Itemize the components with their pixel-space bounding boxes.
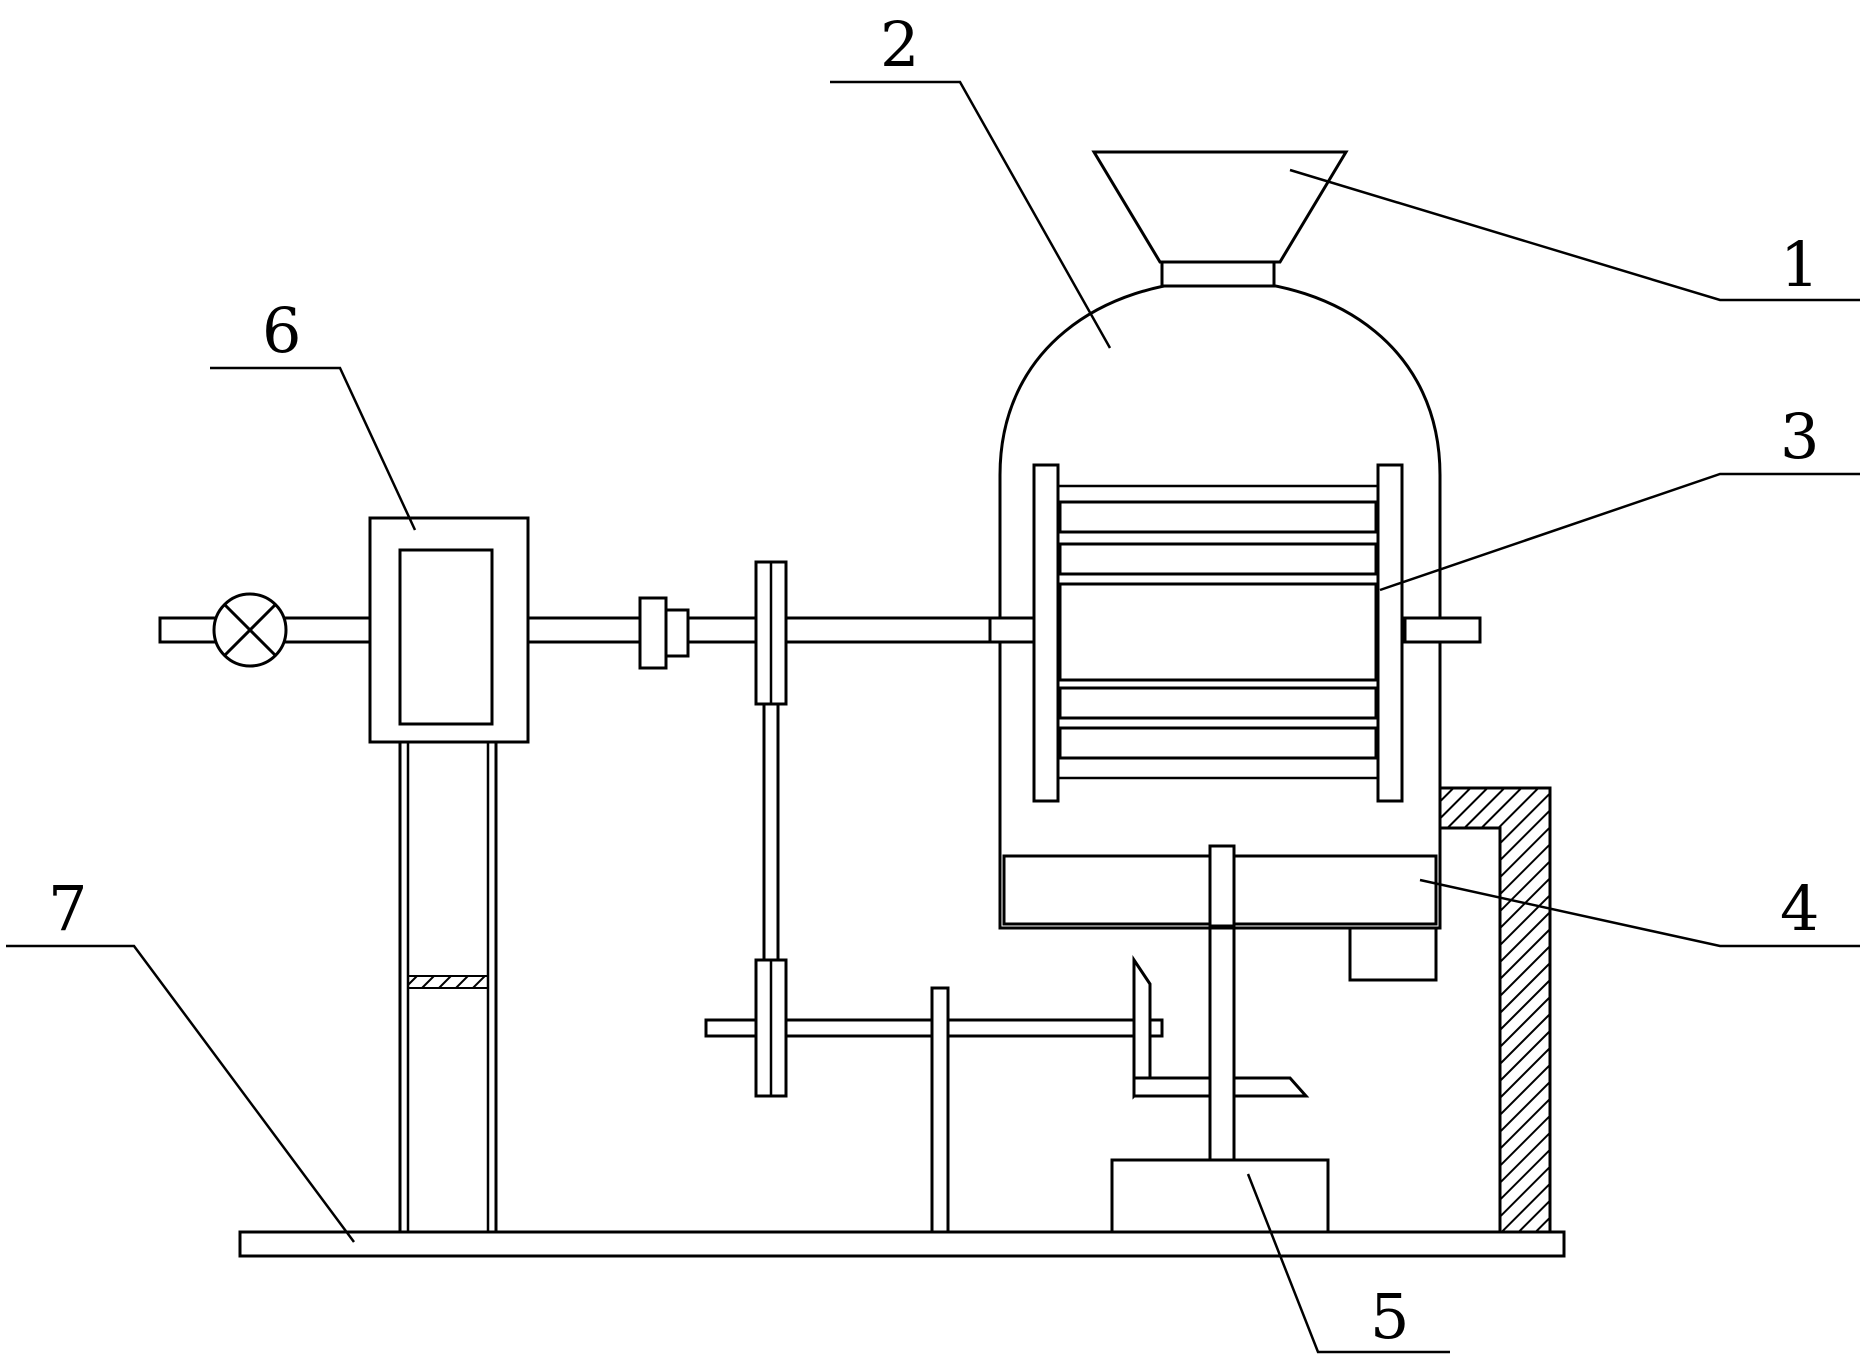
callout-7: 7	[48, 872, 87, 945]
support-column	[398, 738, 498, 1234]
callout-4: 4	[1780, 872, 1819, 945]
drive-belt	[762, 702, 780, 962]
control-box	[368, 516, 530, 744]
shaft-coupling	[638, 596, 690, 670]
lower-pulley	[754, 958, 788, 1098]
callout-2: 2	[880, 8, 919, 81]
collection-tray	[1002, 844, 1438, 928]
shaft-support-post	[930, 986, 950, 1234]
outlet	[1348, 926, 1438, 982]
callout-3: 3	[1780, 400, 1819, 473]
leader-lines	[6, 80, 1860, 1354]
hatched-bracket	[1438, 786, 1552, 1234]
roller-drum	[1032, 463, 1404, 803]
callout-6: 6	[262, 294, 301, 367]
base-plate	[238, 1230, 1566, 1258]
callout-5: 5	[1370, 1280, 1409, 1353]
callout-1: 1	[1780, 228, 1819, 301]
valve-icon	[212, 592, 288, 668]
feed-hopper	[1091, 150, 1349, 288]
upper-pulley	[754, 560, 788, 706]
motor-block	[1110, 1158, 1330, 1234]
